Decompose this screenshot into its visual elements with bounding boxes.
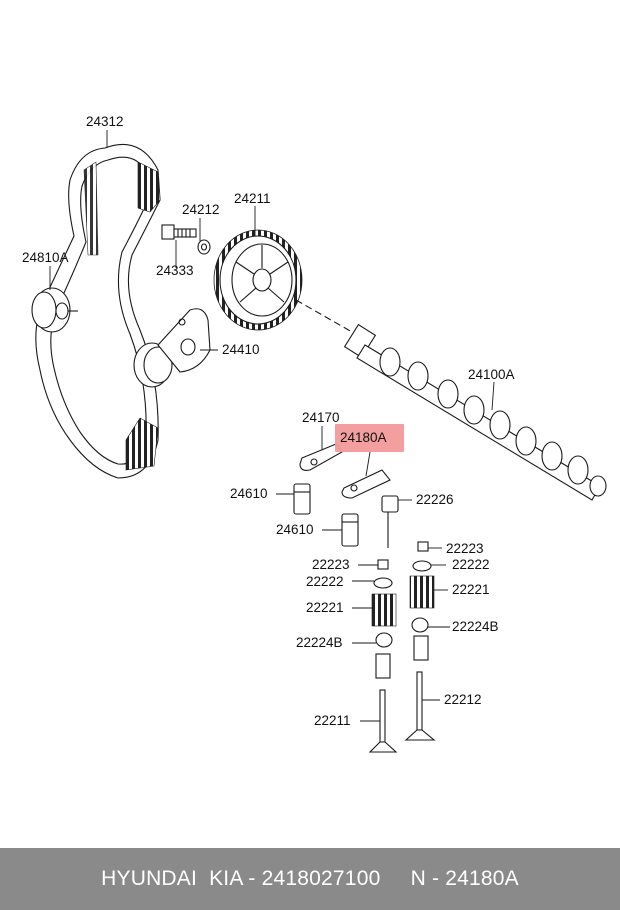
label-22226: 22226: [416, 492, 454, 507]
lash-adjuster-2: [341, 513, 359, 547]
label-24410: 24410: [222, 342, 260, 357]
valve-spring-left: [371, 593, 397, 627]
label-22224b-left: 22224B: [296, 635, 343, 650]
label-24810a: 24810A: [22, 250, 69, 265]
label-24610-lower: 24610: [276, 522, 314, 537]
highlighted-part-box: [335, 424, 404, 452]
camshaft: [343, 323, 607, 501]
label-24211: 24211: [234, 191, 271, 206]
intake-valve: [368, 689, 398, 753]
label-24100a: 24100A: [468, 367, 515, 382]
footer-text: HYUNDAI KIA - 2418027100 N - 24180A: [101, 867, 519, 890]
label-22224b-right: 22224B: [452, 619, 499, 634]
idler-pulley: [31, 287, 78, 333]
label-24610-upper: 24610: [230, 486, 268, 501]
exhaust-valve: [404, 671, 436, 741]
bolt-and-washer: [161, 224, 211, 255]
part-number-footer: HYUNDAI KIA - 2418027100 N - 24180A: [0, 848, 620, 910]
exploded-view-drawing: [31, 130, 607, 753]
label-22223-right: 22223: [446, 541, 484, 556]
parts-diagram: 24312 24212 24211 24810A 24333 24410 241…: [22, 114, 607, 753]
label-24180a: 24180A: [340, 430, 387, 445]
label-24312: 24312: [86, 114, 124, 129]
label-24212: 24212: [182, 202, 220, 217]
valve-spring-right: [409, 575, 435, 609]
label-24333: 24333: [156, 263, 194, 278]
rocker-arm-1: [299, 443, 343, 471]
label-24170: 24170: [302, 410, 340, 425]
label-22211: 22211: [314, 713, 351, 728]
label-22221-left: 22221: [306, 600, 344, 615]
lash-adjuster-1: [293, 483, 311, 515]
cam-sprocket: [213, 229, 303, 331]
timing-belt: [35, 144, 161, 479]
rocker-arm-2: [341, 469, 391, 499]
label-22212: 22212: [444, 692, 482, 707]
belt-tensioner: [133, 308, 211, 388]
label-22223-left: 22223: [312, 557, 350, 572]
label-22222-right: 22222: [452, 557, 490, 572]
label-22221-right: 22221: [452, 582, 490, 597]
label-22222-left: 22222: [306, 574, 344, 589]
